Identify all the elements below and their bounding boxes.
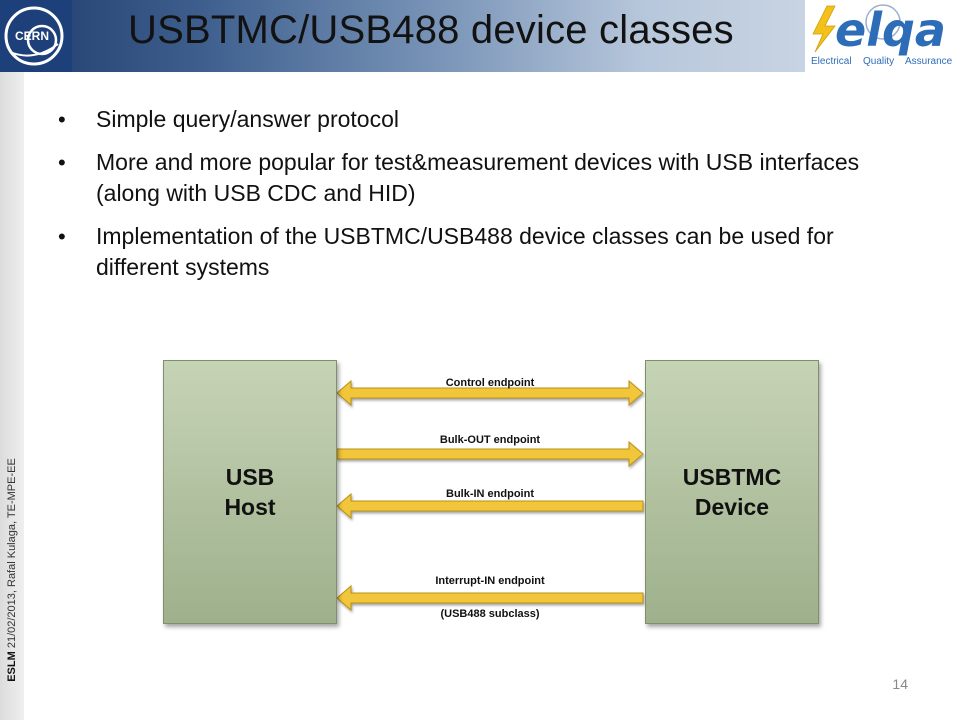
bullet-dot-icon: • (58, 107, 66, 132)
control-endpoint-arrow (336, 379, 644, 407)
usb-host-box: USB Host (163, 360, 337, 624)
bulk-out-endpoint-arrow (336, 440, 644, 468)
bullet-text: Implementation of the USBTMC/USB488 devi… (96, 223, 834, 280)
elqa-tagline-3: Assurance (905, 56, 953, 67)
elqa-tagline-1: Electrical (811, 56, 852, 67)
elqa-logo: elqa Electrical Quality Assurance (805, 0, 960, 72)
bulk-out-endpoint-label: Bulk-OUT endpoint (439, 434, 541, 446)
slide-title: USBTMC/USB488 device classes (128, 8, 734, 52)
endpoint-diagram: USB Host USBTMC Device Control endpoint … (155, 355, 825, 630)
cern-logo-text: CERN (15, 29, 49, 43)
elqa-logo-icon: elqa Electrical Quality Assurance (811, 3, 953, 67)
bullet-dot-icon: • (58, 150, 66, 175)
footer-event: ESLM (6, 651, 18, 682)
interrupt-in-endpoint-label: Interrupt-IN endpoint (435, 575, 545, 587)
elqa-tagline-2: Quality (863, 56, 894, 67)
bulk-in-endpoint-arrow (336, 492, 644, 520)
host-label-line1: USB (225, 464, 275, 490)
endpoint-arrows (336, 379, 644, 612)
bullet-text: Simple query/answer protocol (96, 106, 399, 132)
footer-text: ESLM 21/02/2013, Rafal Kulaga, TE-MPE-EE (6, 458, 18, 682)
bullet-item: • Implementation of the USBTMC/USB488 dev… (58, 221, 918, 283)
usb488-subclass-note: (USB488 subclass) (440, 608, 540, 620)
bullet-text: More and more popular for test&measureme… (96, 149, 860, 206)
host-label-line2: Host (224, 494, 276, 520)
page-number: 14 (892, 676, 908, 692)
bullet-dot-icon: • (58, 224, 66, 249)
bullet-item: • Simple query/answer protocol (58, 104, 918, 135)
cern-logo: CERN (0, 0, 72, 72)
device-label-line1: USBTMC (682, 464, 782, 490)
device-label-line2: Device (694, 494, 770, 520)
bullet-item: • More and more popular for test&measurem… (58, 147, 918, 209)
left-strip (0, 0, 24, 720)
control-endpoint-label: Control endpoint (445, 377, 535, 389)
bullet-list: • Simple query/answer protocol • More and … (58, 104, 918, 295)
vertical-footer: ESLM 21/02/2013, Rafal Kulaga, TE-MPE-EE (2, 440, 22, 700)
usbtmc-device-box: USBTMC Device (645, 360, 819, 624)
cern-logo-icon: CERN (4, 6, 64, 66)
bulk-in-endpoint-label: Bulk-IN endpoint (446, 488, 534, 500)
interrupt-in-endpoint-arrow (336, 584, 644, 612)
elqa-logo-text: elqa (835, 3, 946, 57)
footer-details: 21/02/2013, Rafal Kulaga, TE-MPE-EE (6, 458, 18, 649)
title-bar: CERN USBTMC/USB488 device classes (0, 0, 805, 72)
